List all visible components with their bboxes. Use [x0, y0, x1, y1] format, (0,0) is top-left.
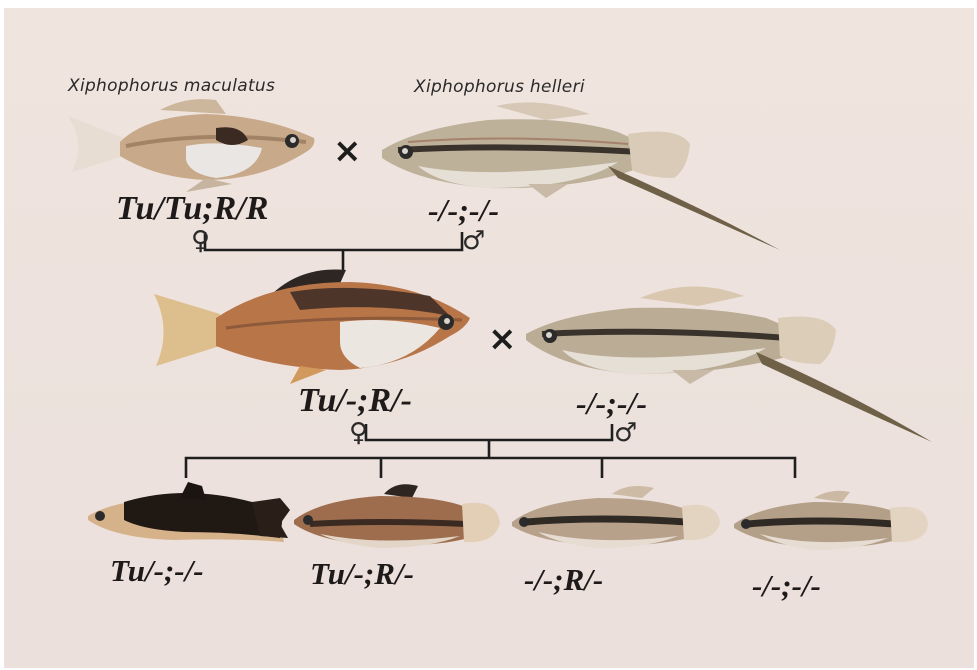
male-symbol-parents: ♂ — [462, 228, 485, 254]
genotype-offspring-2: Tu/-;R/- — [310, 556, 414, 592]
genotype-parent-female: Tu/Tu;R/R — [116, 190, 268, 228]
genotype-offspring-4: -/-;-/- — [752, 568, 821, 604]
fish-offspring-2 — [290, 480, 504, 556]
species-label-maculatus: Xiphophorus maculatus — [68, 76, 275, 96]
genotype-f1-female: Tu/-;R/- — [298, 382, 412, 420]
fish-maculatus-female — [66, 94, 322, 194]
genotype-parent-male: -/-;-/- — [428, 192, 499, 229]
fish-helleri-male — [378, 98, 788, 258]
fish-offspring-1 — [84, 480, 292, 554]
fish-offspring-3 — [508, 482, 724, 556]
genotype-f1-male: -/-;-/- — [576, 385, 647, 422]
female-symbol-f1: ♀ — [349, 420, 368, 446]
fish-offspring-4 — [730, 488, 932, 558]
fish-f1-hybrid-female — [150, 262, 480, 392]
genotype-offspring-3: -/-;R/- — [524, 562, 603, 598]
genotype-offspring-1: Tu/-;-/- — [110, 553, 204, 589]
cross-symbol-parents: × — [333, 134, 362, 168]
species-label-helleri: Xiphophorus helleri — [414, 77, 585, 97]
male-symbol-f1: ♂ — [614, 420, 637, 446]
cross-symbol-f1: × — [488, 322, 517, 356]
female-symbol-parents: ♀ — [191, 228, 210, 254]
